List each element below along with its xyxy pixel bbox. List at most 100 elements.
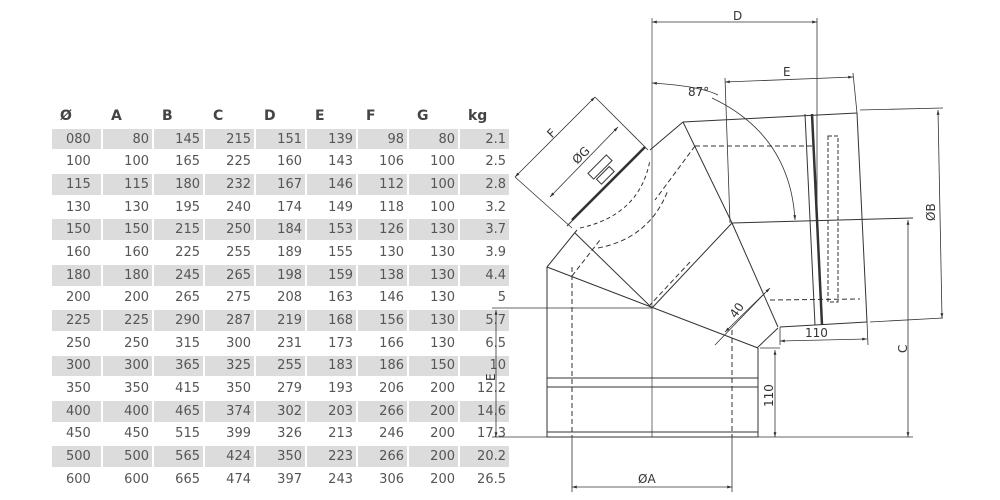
table-cell: 150 (52, 219, 101, 241)
table-cell: 325 (205, 355, 254, 377)
table-cell: 400 (52, 400, 101, 422)
table-cell: 350 (256, 446, 305, 467)
table-cell: 265 (205, 264, 254, 286)
table-cell: 100 (124, 154, 149, 170)
table-cell: 300 (103, 355, 152, 377)
table-cell: 306 (379, 471, 404, 487)
table-cell: 665 (175, 471, 200, 487)
table-cell: 397 (277, 471, 302, 487)
table-cell: 287 (205, 310, 254, 331)
table-cell: 130 (430, 244, 455, 260)
column-header: B (162, 108, 173, 125)
table-cell: 465 (154, 400, 203, 422)
table-cell: 160 (124, 244, 149, 260)
table-cell: 245 (154, 264, 203, 286)
table-cell: 180 (154, 174, 203, 195)
table-cell: 223 (307, 446, 356, 467)
table-cell: 399 (226, 426, 251, 442)
table-cell: 2.8 (460, 174, 509, 195)
table-cell: 600 (66, 471, 91, 487)
table-cell: 266 (358, 400, 407, 422)
dimension-labels: D E 87° F ØG ØB C 110 110 40 E ØA (484, 9, 938, 486)
table-cell: 225 (226, 154, 251, 170)
label-angle: 87° (688, 85, 709, 99)
table-cell: 149 (328, 199, 353, 215)
table-cell: 415 (175, 381, 200, 397)
table-cell: 130 (430, 290, 455, 306)
table-cell: 165 (175, 154, 200, 170)
table-cell: 315 (175, 335, 200, 351)
table-cell: 138 (358, 264, 407, 286)
table-cell: 130 (409, 219, 458, 241)
table-cell: 100 (430, 154, 455, 170)
table-cell: 130 (430, 335, 455, 351)
table-cell: 100 (430, 199, 455, 215)
table-cell: 350 (226, 381, 251, 397)
table-cell: 115 (103, 174, 152, 195)
table-cell: 198 (256, 264, 305, 286)
table-cell: 213 (328, 426, 353, 442)
table-cell: 156 (358, 310, 407, 331)
table-cell: 215 (154, 219, 203, 241)
table-cell: 225 (103, 310, 152, 331)
table-cell: 275 (226, 290, 251, 306)
table-cell: 184 (256, 219, 305, 241)
table-cell: 250 (124, 335, 149, 351)
table-cell: 200 (66, 290, 91, 306)
table-cell: 146 (307, 174, 356, 195)
table-cell: 180 (103, 264, 152, 286)
table-cell: 300 (226, 335, 251, 351)
table-cell: 474 (226, 471, 251, 487)
table-cell: 240 (226, 199, 251, 215)
label-f: F (544, 126, 559, 141)
table-cell: 231 (277, 335, 302, 351)
table-cell: 565 (154, 446, 203, 467)
table-cell: 150 (409, 355, 458, 377)
table-cell: 243 (328, 471, 353, 487)
table-cell: 150 (103, 219, 152, 241)
table-cell: 3.9 (485, 244, 506, 260)
column-header: E (315, 108, 325, 125)
table-cell: 130 (409, 264, 458, 286)
table-cell: 200 (124, 290, 149, 306)
table-cell: 080 (52, 128, 101, 150)
table-cell: 300 (52, 355, 101, 377)
column-header: G (417, 108, 429, 125)
table-cell: 183 (307, 355, 356, 377)
table-cell: 80 (103, 128, 152, 150)
table-cell: 130 (66, 199, 91, 215)
table-cell: 215 (205, 128, 254, 150)
table-cell: 17.3 (477, 426, 506, 442)
table-cell: 189 (277, 244, 302, 260)
table-cell: 219 (256, 310, 305, 331)
table-cell: 153 (307, 219, 356, 241)
table-cell: 159 (307, 264, 356, 286)
table-cell: 3.2 (485, 199, 506, 215)
column-header: kg (468, 108, 488, 125)
table-cell: 100 (409, 174, 458, 195)
column-header: A (111, 108, 122, 125)
table-cell: 450 (66, 426, 91, 442)
table-cell: 3.7 (460, 219, 509, 241)
table-cell: 174 (277, 199, 302, 215)
table-cell: 2.1 (460, 128, 509, 150)
table-cell: 130 (379, 244, 404, 260)
table-cell: 255 (226, 244, 251, 260)
table-cell: 208 (277, 290, 302, 306)
table-cell: 195 (175, 199, 200, 215)
table-cell: 155 (328, 244, 353, 260)
label-40: 40 (727, 300, 747, 321)
table-cell: 130 (124, 199, 149, 215)
